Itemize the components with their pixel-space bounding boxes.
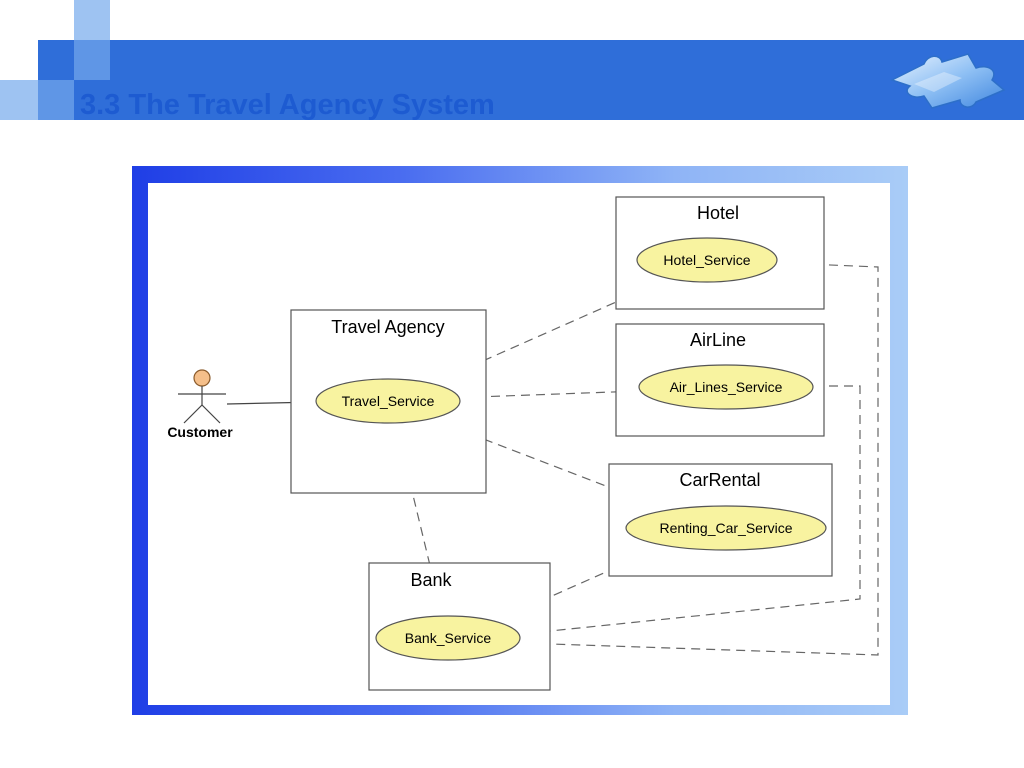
usecase-label-hotel-service: Hotel_Service	[663, 252, 750, 268]
usecase-air-lines-service	[638, 364, 814, 410]
dep-travel-to-carrental	[441, 422, 676, 513]
usecase-travel-service	[315, 378, 461, 424]
decor-square-4	[74, 40, 110, 80]
dep-travel-to-airline	[475, 391, 640, 398]
system-title-airline: AirLine	[690, 330, 746, 350]
usecase-label-bank-service: Bank_Service	[405, 630, 492, 646]
usecase-hotel-service	[636, 237, 778, 283]
puzzle-piece-icon	[890, 53, 1006, 109]
slide-title: 3.3 The Travel Agency System	[80, 89, 495, 120]
dep-travel-to-hotel	[441, 280, 666, 380]
dep-airline-to-bank	[521, 385, 861, 634]
decor-square-3	[0, 80, 38, 120]
usecase-bank-service	[375, 615, 521, 661]
use-case-diagram: Customer Travel Agency Travel_Service Ho…	[148, 183, 890, 705]
header-bar	[38, 40, 1024, 120]
system-title-bank: Bank	[410, 570, 452, 590]
system-title-carrental: CarRental	[679, 470, 760, 490]
system-title-hotel: Hotel	[697, 203, 739, 223]
usecase-label-travel-service: Travel_Service	[342, 393, 435, 409]
dep-hotel-to-bank	[521, 262, 879, 656]
actor-customer	[178, 369, 226, 424]
decor-square-5	[38, 80, 74, 120]
decor-square-1	[74, 0, 110, 40]
actor-label: Customer	[167, 424, 233, 440]
system-title-travel-agency: Travel Agency	[331, 317, 444, 337]
usecase-renting-car-service	[625, 505, 827, 551]
usecase-label-renting-car-service: Renting_Car_Service	[659, 520, 792, 536]
usecase-label-air-lines-service: Air_Lines_Service	[670, 379, 783, 395]
